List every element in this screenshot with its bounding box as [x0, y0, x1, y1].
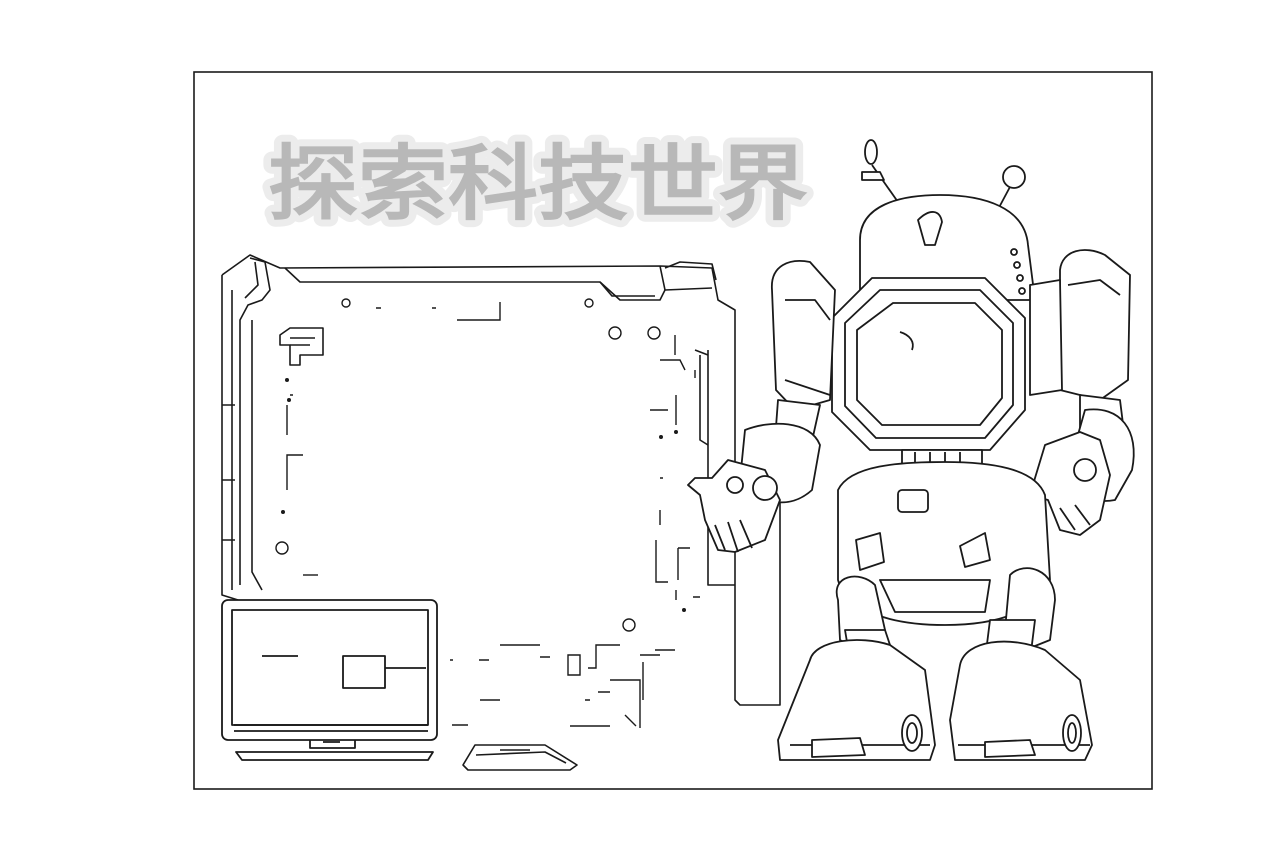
circuit-dots: [281, 378, 686, 612]
handheld-device-icon: [462, 744, 578, 771]
robot-icon: [687, 139, 1135, 761]
computer-monitor-icon: [221, 599, 438, 761]
frame-icon: [221, 254, 781, 706]
circuit-marks: [275, 298, 700, 728]
page-title: 探索科技世界: [268, 137, 808, 232]
page-title-outline: 探索科技世界: [268, 137, 808, 232]
page-title-group: 探索科技世界 探索科技世界: [261, 130, 815, 239]
